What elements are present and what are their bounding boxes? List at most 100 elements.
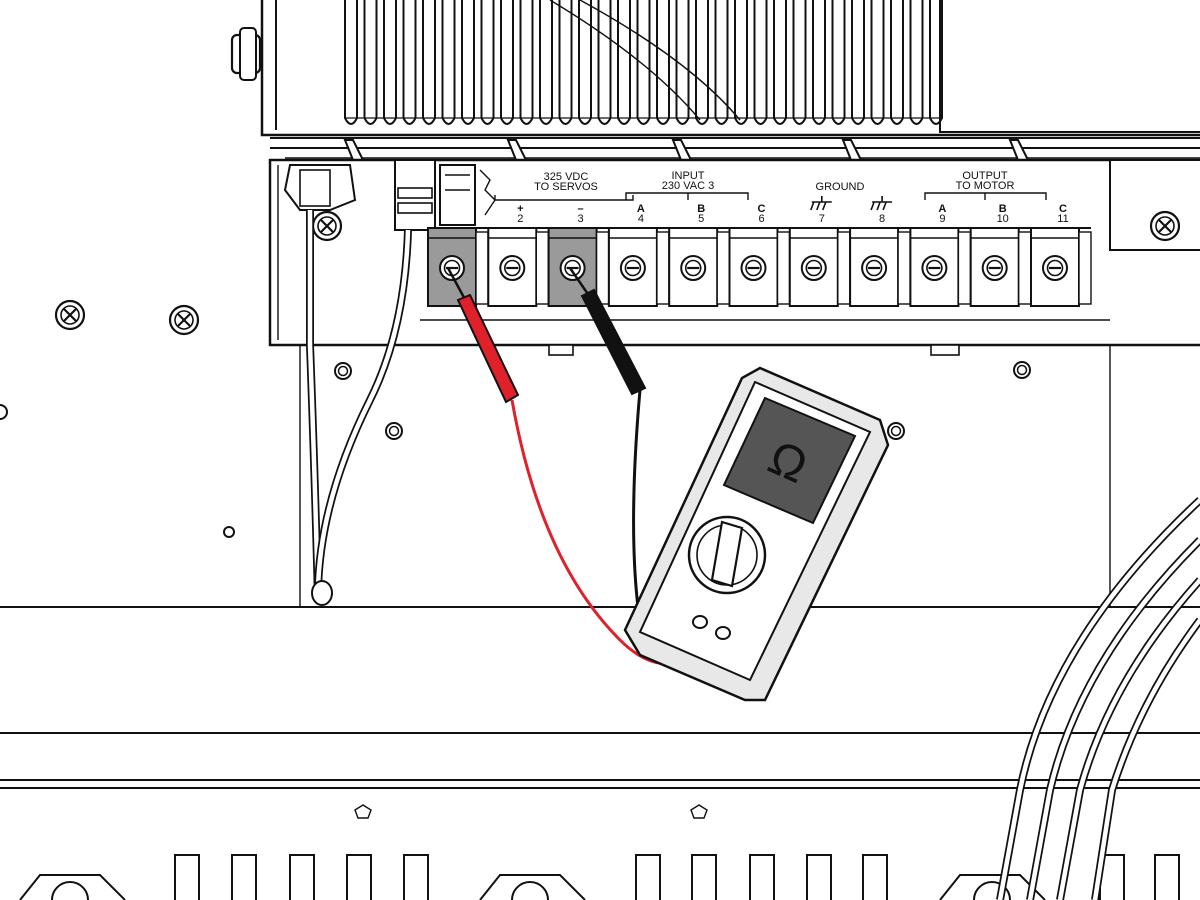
terminal-number: 6 xyxy=(758,213,764,225)
heatsink-fin xyxy=(890,0,904,125)
heatsink-fin xyxy=(870,0,885,125)
selector-dial xyxy=(687,515,767,595)
terminal-number: 10 xyxy=(997,213,1009,225)
output-bracket xyxy=(924,192,1047,200)
terminal-8: 8 xyxy=(849,196,911,307)
servos-bracket xyxy=(494,195,634,201)
terminal-6: 6C xyxy=(728,203,791,307)
base-fin xyxy=(862,854,888,900)
heatsink-fin xyxy=(480,0,495,125)
chassis-screw xyxy=(334,362,352,380)
terminal-label: C xyxy=(758,203,766,215)
heatsink-fin xyxy=(422,0,436,125)
heatsink-fin xyxy=(519,0,534,125)
heatsink-fin xyxy=(461,0,475,125)
housing-clip xyxy=(506,139,528,161)
heatsink-fin xyxy=(539,0,553,125)
chassis-plate xyxy=(0,299,1200,900)
terminal-number: 11 xyxy=(1057,213,1068,225)
terminal-label: C xyxy=(1059,203,1067,215)
red-probe xyxy=(446,267,520,404)
terminal-7: 7 xyxy=(788,196,851,307)
terminal-5: 5B xyxy=(668,203,730,307)
heatsink-fin xyxy=(558,0,573,125)
terminal-3: 3– xyxy=(547,203,610,307)
chassis-screw xyxy=(54,299,86,331)
meter-display xyxy=(722,396,857,525)
servos-title-line1: 325 VDC xyxy=(544,171,589,183)
terminal-number: 4 xyxy=(638,213,644,225)
ground-icon xyxy=(870,196,893,211)
panel-screw xyxy=(311,210,343,242)
drive-heatsink xyxy=(230,0,1200,161)
wire-harness xyxy=(306,210,1200,900)
output-title-line2: TO MOTOR xyxy=(956,180,1015,192)
chassis-screw xyxy=(168,304,200,336)
heatsink-fin xyxy=(441,0,456,125)
heatsink-fin xyxy=(831,0,846,125)
base-fin xyxy=(174,854,200,900)
heatsink-fin xyxy=(402,0,417,125)
chassis-screw xyxy=(385,422,403,440)
base-fin xyxy=(749,854,775,900)
base-fin xyxy=(635,854,661,900)
mounting-bolt xyxy=(230,27,262,81)
base-fin xyxy=(346,854,372,900)
housing-clip xyxy=(343,139,365,161)
output-title-line1: OUTPUT xyxy=(962,170,1008,182)
terminal-label: B xyxy=(697,203,705,215)
plug-connector xyxy=(283,159,496,231)
terminal-4: 4A xyxy=(607,203,670,307)
heatsink-fin xyxy=(792,0,807,125)
terminal-number: 8 xyxy=(879,213,885,225)
heatsink-fin xyxy=(734,0,748,125)
heatsink-fin xyxy=(500,0,514,125)
heatsink-fin xyxy=(851,0,865,125)
housing-clip xyxy=(841,139,863,161)
terminal-label: – xyxy=(578,203,584,215)
input-title-line1: INPUT xyxy=(672,170,705,182)
terminal-label: A xyxy=(938,203,946,215)
heatsink-fin xyxy=(773,0,787,125)
standoff xyxy=(548,344,960,356)
heatsink-fin xyxy=(909,0,924,125)
black-probe xyxy=(568,267,647,396)
terminal-9: 9A xyxy=(909,203,972,307)
servos-title-line2: TO SERVOS xyxy=(534,181,598,193)
terminal-11: 11C xyxy=(1030,203,1092,307)
input-title-line2: 230 VAC 3 xyxy=(662,180,714,192)
heatsink-fin xyxy=(617,0,631,125)
base-fin xyxy=(691,854,717,900)
chassis-screw xyxy=(887,422,905,440)
terminal-label: + xyxy=(517,203,523,215)
terminal-L xyxy=(427,227,489,307)
heatsink-fin xyxy=(344,0,358,125)
heatsink-fin xyxy=(753,0,768,125)
heatsink-fin xyxy=(363,0,378,125)
terminal-number: 3 xyxy=(578,213,584,225)
base-fin xyxy=(231,854,257,900)
ground-title: GROUND xyxy=(816,181,865,193)
heatsink-fin xyxy=(695,0,709,125)
heatsink-fin xyxy=(597,0,612,125)
base-fin xyxy=(806,854,832,900)
housing-clip xyxy=(1008,139,1030,161)
base-fin xyxy=(1154,854,1180,900)
terminal-number: 5 xyxy=(698,213,704,225)
panel-screw xyxy=(1149,210,1181,242)
heatsink-fin xyxy=(656,0,670,125)
heatsink-fin xyxy=(714,0,729,125)
terminal-number: 9 xyxy=(939,213,945,225)
base-fin xyxy=(403,854,429,900)
input-bracket xyxy=(625,192,749,200)
heatsink-fin xyxy=(812,0,826,125)
terminal-label: A xyxy=(637,203,645,215)
lead-jacks xyxy=(692,615,731,640)
terminal-label: B xyxy=(999,203,1007,215)
terminal-number: 7 xyxy=(819,213,825,225)
chassis-screw xyxy=(1013,361,1031,379)
heatsink-fin xyxy=(383,0,397,125)
housing-clip xyxy=(671,139,693,161)
